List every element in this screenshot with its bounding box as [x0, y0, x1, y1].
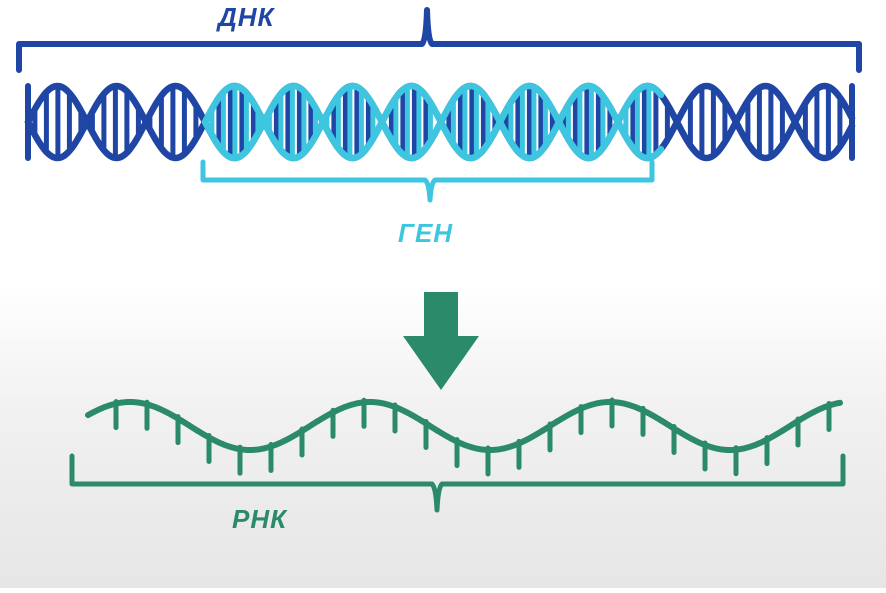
- gene-bracket: [200, 159, 655, 203]
- dna-label: ДНК: [218, 2, 275, 32]
- gene-label: ГЕН: [398, 218, 454, 248]
- rna-single-strand: [85, 397, 843, 477]
- rna-bracket: [69, 453, 846, 513]
- rna-label: РНК: [232, 504, 288, 534]
- rna-backbone: [85, 399, 843, 453]
- gene-strand-a: [201, 82, 665, 162]
- gene-strand-b: [201, 82, 665, 162]
- down-arrow-icon: [403, 292, 479, 390]
- dna-bracket: [16, 7, 862, 73]
- gene-helix-segment: [201, 82, 665, 162]
